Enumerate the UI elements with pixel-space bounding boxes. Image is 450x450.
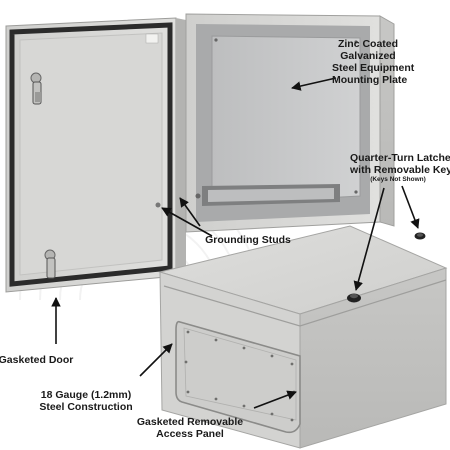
door-gasket [9,22,173,287]
callout-arrows [51,77,420,409]
callout-access-panel-line-2: Access Panel [156,428,224,440]
callout-grounding-studs-text: Grounding Studs [205,234,291,246]
door-latch-hardware-top [30,72,42,105]
callout-steel-construction-line-1: 18 Gauge (1.2mm) [40,389,132,401]
quarter-turn-latch-front [347,293,361,303]
arrow-zinc-plate [291,77,337,91]
arrow-latch-front [353,187,385,291]
callout-latches-note: (Keys Not Shown) [370,176,426,183]
door-label-sticker [145,33,159,44]
callout-steel-construction-line-2: Steel Construction [39,401,133,413]
door-latch-hardware-bottom [44,249,56,279]
door-hinge-edge [176,18,186,276]
arrow-studs-door [161,207,213,237]
arrow-panel [253,390,297,409]
callout-mounting-plate-line-2: Galvanized [340,50,396,62]
callout-access-panel-line-1: Gasketed Removable [136,416,244,428]
back-enclosure-body [185,13,395,233]
callout-mounting-plate-line-3: Steel Equipment [332,62,415,74]
arrow-studs-body [179,197,201,227]
access-panel [175,320,301,434]
body-grounding-stud [195,193,201,199]
callout-grounding-studs: Grounding Studs [198,234,298,246]
door-grounding-stud [155,202,161,208]
closed-enclosure [158,225,448,449]
arrow-gauge [139,343,173,377]
callout-latches-line-2: with Removable Keys [350,164,450,176]
callout-gasketed-door-text: Gasketed Door [0,354,74,366]
callout-steel-construction: 18 Gauge (1.2mm) Steel Construction [31,389,141,413]
quarter-turn-latch-back [414,232,426,240]
callout-gasketed-door: Gasketed Door [0,354,76,366]
callout-mounting-plate: Zinc Coated Galvanized Steel Equipment M… [332,38,414,86]
callout-mounting-plate-line-1: Zinc Coated [337,38,399,50]
mounting-plate [211,35,361,205]
enclosure-door [5,17,177,293]
callout-latches: Quarter-Turn Latches with Removable Keys… [350,152,450,184]
arrow-latch-back [401,185,420,229]
callout-latches-line-1: Quarter-Turn Latches [350,152,450,164]
access-panel-screws [184,330,296,422]
callout-access-panel: Gasketed Removable Access Panel [125,416,255,440]
callout-mounting-plate-line-4: Mounting Plate [332,74,408,86]
